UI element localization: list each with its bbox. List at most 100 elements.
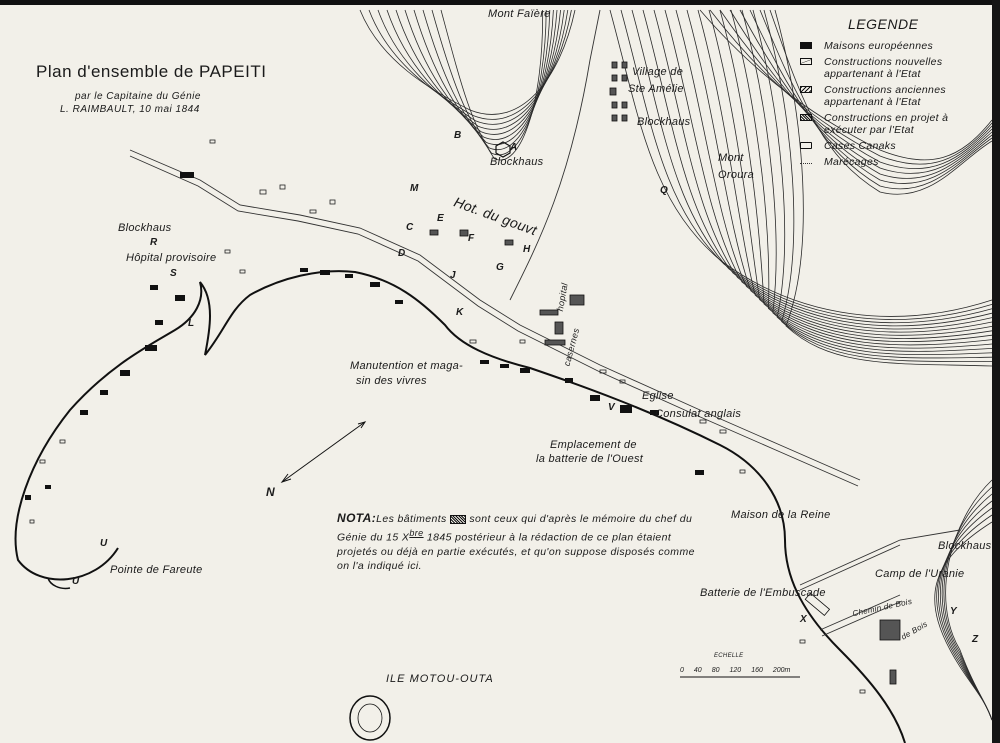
- coastline: [14, 270, 906, 743]
- case-canak: [29, 519, 35, 524]
- contour-line: [431, 9, 547, 156]
- marker-z: Z: [972, 634, 979, 645]
- state-building: [611, 74, 618, 82]
- nota-part: 1845 postérieur à la rédaction de ce pla…: [337, 531, 695, 572]
- case-canak: [279, 184, 286, 190]
- contour-line: [664, 9, 993, 333]
- contour-line: [440, 9, 544, 161]
- map-subtitle-author-date: L. RAIMBAULT, 10 mai 1844: [60, 104, 200, 115]
- nota-part: Les bâtiments: [376, 513, 447, 525]
- scale-tick: 0: [680, 667, 684, 674]
- state-building: [621, 114, 628, 122]
- state-building: [504, 239, 514, 246]
- marker-u-2: U: [72, 576, 80, 587]
- label-blockhaus-village: Blockhaus: [637, 116, 691, 128]
- case-canak: [739, 469, 746, 474]
- label-maison-de-la-reine: Maison de la Reine: [731, 509, 831, 521]
- state-building: [621, 101, 628, 109]
- contour-line: [413, 9, 554, 145]
- european-house: [565, 378, 573, 383]
- label-mont-faiere: Mont Faïère: [488, 8, 551, 20]
- marker-x: X: [800, 614, 807, 625]
- north-label: N: [266, 485, 275, 499]
- case-canak: [39, 459, 46, 464]
- compass-arrow: [280, 421, 367, 483]
- state-building: [889, 669, 897, 685]
- contour-line: [729, 9, 993, 174]
- scale-tick: 160: [751, 667, 763, 674]
- case-canak: [59, 439, 66, 444]
- scale-label: ECHELLE: [714, 653, 744, 659]
- marker-j: J: [450, 270, 456, 281]
- contour-line: [709, 9, 993, 165]
- contour-lines: [359, 9, 993, 721]
- hatched-swatch-icon: [800, 86, 812, 93]
- state-building: [609, 87, 617, 96]
- contour-line: [769, 9, 993, 195]
- legend-item: Maisons européennes: [796, 40, 986, 52]
- state-building: [611, 61, 618, 69]
- contour-line: [653, 9, 993, 330]
- label-ile-motou-outa: ILE MOTOU-OUTA: [386, 673, 494, 685]
- label-blockhaus-y: Blockhaus: [938, 540, 992, 552]
- contour-line: [741, 9, 993, 356]
- label-consulat-anglais: Consulat anglais: [655, 408, 742, 420]
- roads: [129, 9, 961, 637]
- state-building: [611, 101, 618, 109]
- case-canak: [799, 639, 806, 644]
- legend-item: Cases Canaks: [796, 140, 986, 152]
- marker-y: Y: [950, 606, 957, 617]
- scale-tick: 80: [711, 667, 720, 674]
- legend-item: Marécages: [796, 156, 986, 168]
- contour-line: [749, 9, 993, 185]
- scale-tick: 120: [729, 667, 742, 674]
- label-village-line1: Village de: [632, 66, 684, 78]
- marker-u: U: [100, 538, 108, 549]
- solid-swatch-icon: [800, 42, 812, 49]
- contour-line: [934, 521, 993, 721]
- marker-h: H: [523, 244, 531, 255]
- label-blockhaus-r: Blockhaus: [118, 222, 172, 234]
- marker-b: B: [454, 130, 462, 141]
- contour-line: [699, 9, 993, 161]
- cross-hatched-swatch-icon: [800, 114, 812, 121]
- label-village-line2: Ste Amélie: [628, 83, 684, 95]
- legend-item: Constructions nouvelles appartenant à l'…: [796, 56, 986, 80]
- marker-k: K: [456, 307, 464, 318]
- contour-line: [631, 9, 993, 324]
- nota-text: NOTA:Les bâtiments sont ceux qui d'après…: [337, 511, 707, 573]
- contour-line: [774, 9, 993, 367]
- case-canak: [619, 379, 626, 384]
- contour-line: [719, 9, 993, 170]
- european-house: [45, 485, 51, 489]
- case-canak: [239, 269, 246, 274]
- nota-part: sont ceux qui d'après le mémoire du chef…: [337, 513, 693, 544]
- case-canak: [469, 339, 477, 344]
- frame-border-right: [992, 0, 1000, 743]
- blockhaus-hexagon-icon: [495, 141, 511, 158]
- west-point: [47, 577, 71, 590]
- contour-line: [642, 9, 993, 327]
- european-house: [25, 495, 31, 500]
- state-building: [879, 619, 901, 641]
- marker-f: F: [468, 233, 475, 244]
- european-house: [150, 285, 158, 290]
- european-house: [80, 410, 88, 415]
- european-house: [100, 390, 108, 395]
- label-eglise: Eglise: [642, 390, 674, 402]
- case-canak: [329, 199, 336, 205]
- european-house: [480, 360, 489, 364]
- contour-line: [422, 9, 551, 150]
- buildings: [25, 61, 901, 694]
- label-camp-uranie: Camp de l'Uranie: [875, 568, 965, 580]
- marker-v: V: [608, 402, 615, 413]
- state-building: [459, 229, 469, 237]
- case-canak: [309, 209, 317, 214]
- marker-c: C: [406, 222, 414, 233]
- label-batterie-ouest-line2: la batterie de l'Ouest: [536, 453, 644, 465]
- european-house: [300, 268, 308, 272]
- legend-item: Constructions anciennes appartenant à l'…: [796, 84, 986, 108]
- european-house: [590, 395, 600, 401]
- marker-a: A: [510, 142, 518, 153]
